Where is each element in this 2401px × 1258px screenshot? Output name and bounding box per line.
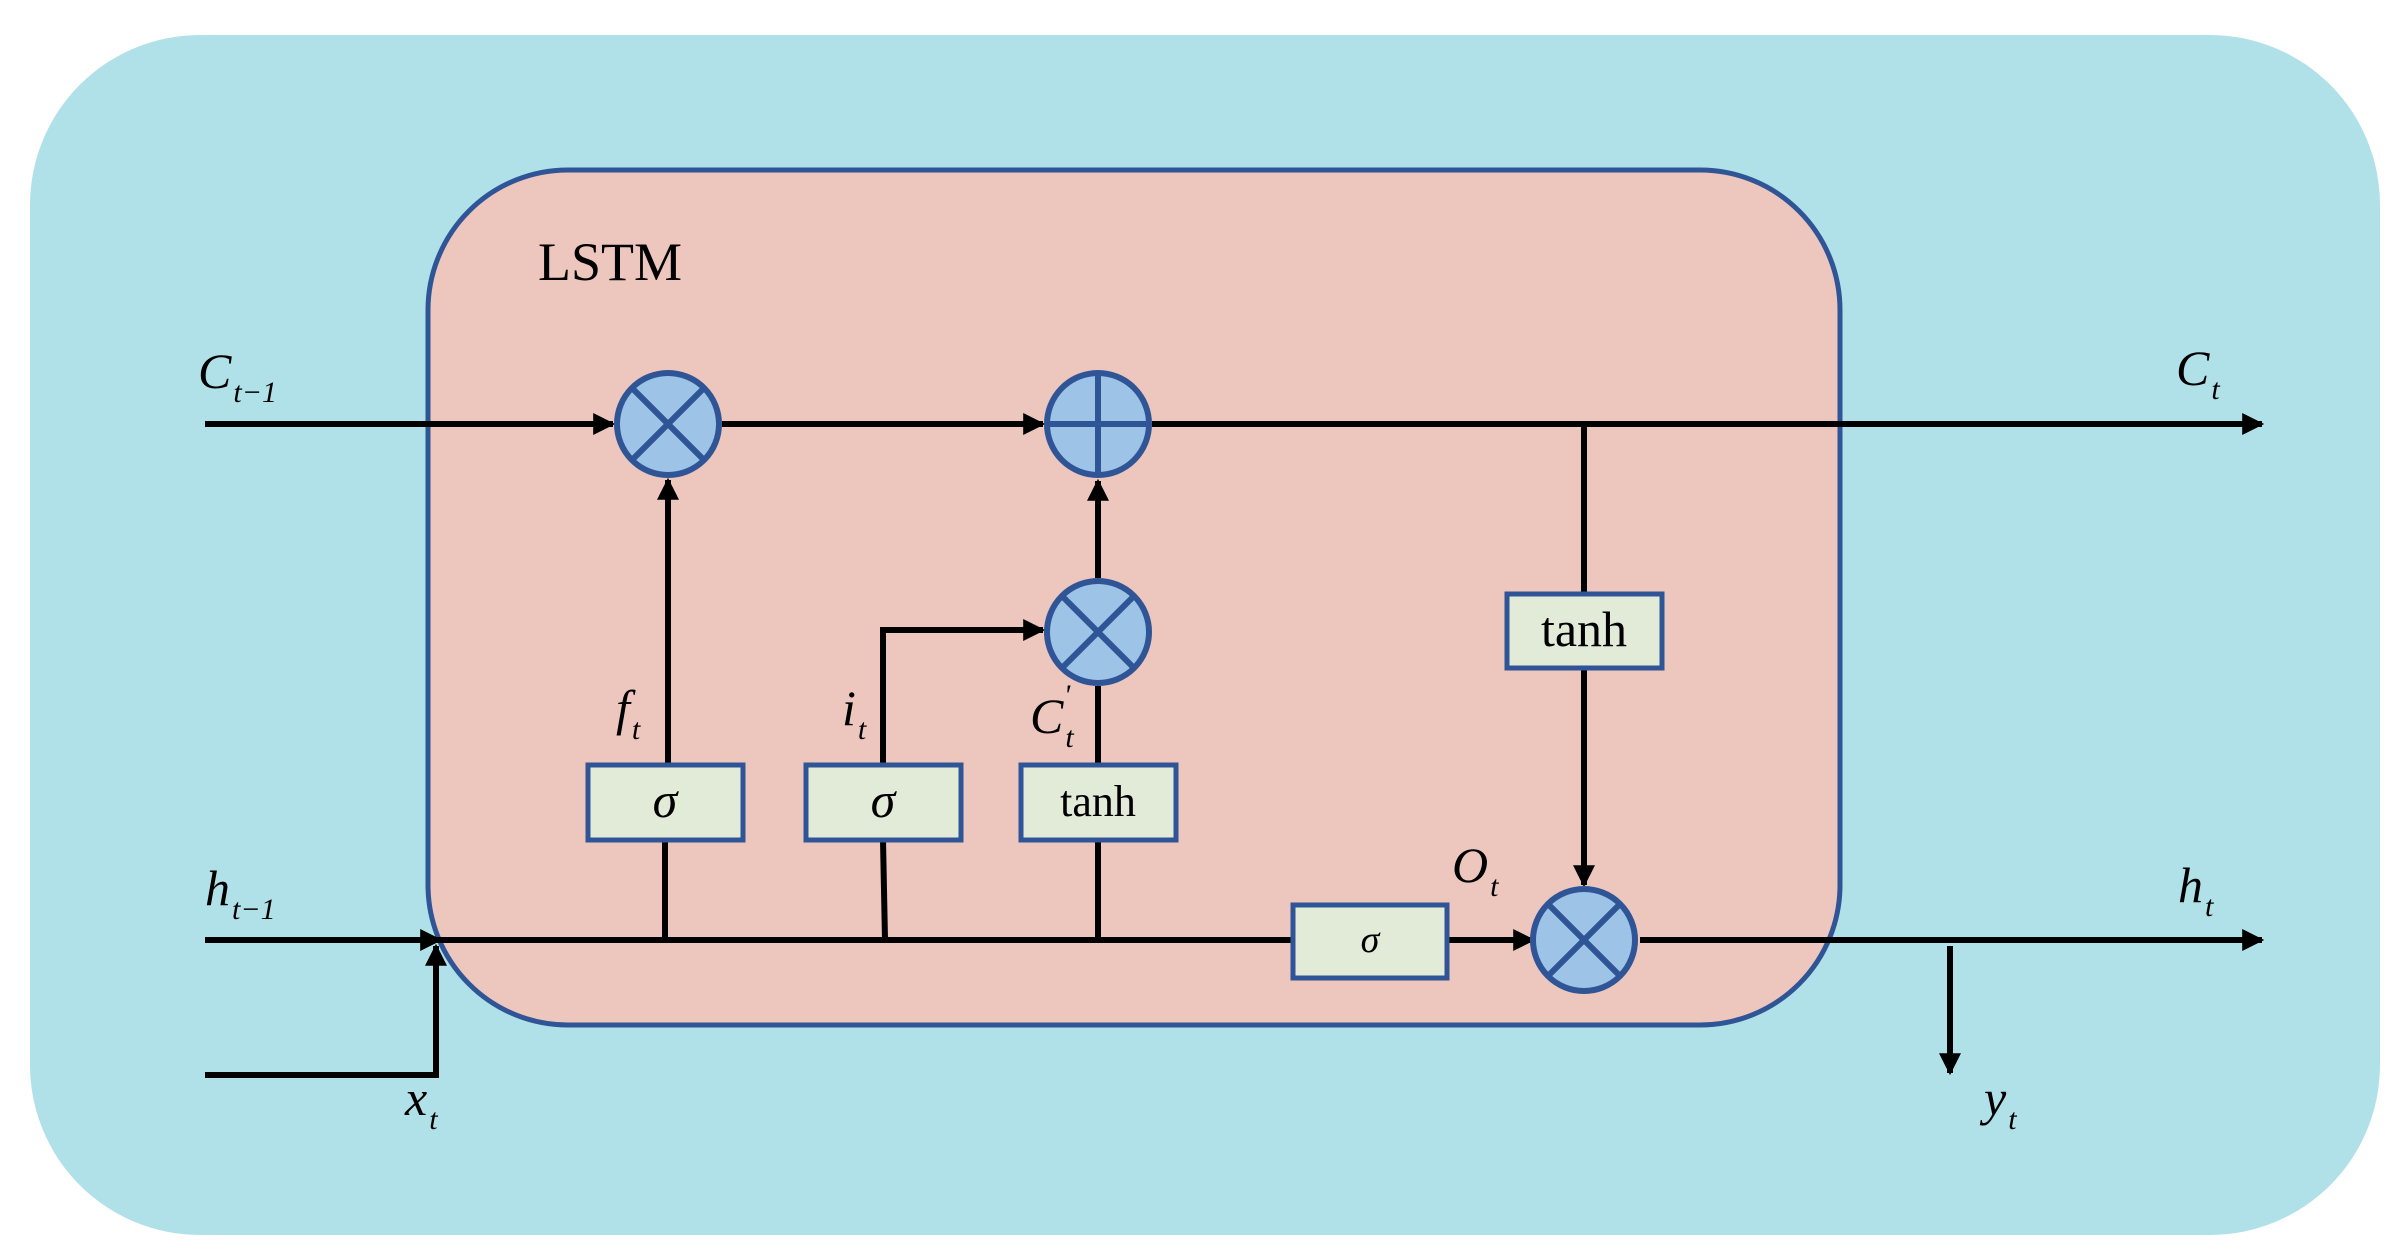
x-t-label: xt <box>404 1070 438 1136</box>
connections <box>205 413 2265 1078</box>
cell-tanh-box: tanh <box>1504 591 1665 671</box>
candidate-tanh-box: tanh <box>1018 762 1179 843</box>
cell-tanh-label: tanh <box>1541 601 1627 657</box>
c-t-label: Ct <box>2176 340 2220 406</box>
forget-gate-label: σ <box>653 772 680 828</box>
candidate-tanh-label: tanh <box>1060 777 1136 826</box>
xt-input-line <box>205 943 447 1078</box>
output-gate-box: σ <box>1290 902 1450 981</box>
c-prime-t-label: Ct' <box>1030 679 1074 754</box>
i-t-label: it <box>842 680 867 746</box>
input-riser <box>880 839 888 941</box>
input-gate-box: σ <box>803 762 964 843</box>
y-t-label: yt <box>1979 1070 2017 1136</box>
input-multiply-op <box>1044 578 1152 686</box>
o-t-label: Ot <box>1452 837 1499 903</box>
input-gate-label: σ <box>871 772 898 828</box>
h-t-label: ht <box>2178 857 2214 923</box>
output-multiply-op <box>1530 886 1638 994</box>
cell-add-op <box>1044 370 1152 478</box>
forget-multiply-op <box>614 370 722 478</box>
cell-title: LSTM <box>538 232 682 292</box>
h-prev-label: ht−1 <box>205 860 276 926</box>
output-gate-label: σ <box>1361 919 1381 961</box>
c-prev-label: Ct−1 <box>198 343 277 409</box>
input-gate-line <box>880 619 1046 765</box>
forget-gate-box: σ <box>585 762 746 843</box>
